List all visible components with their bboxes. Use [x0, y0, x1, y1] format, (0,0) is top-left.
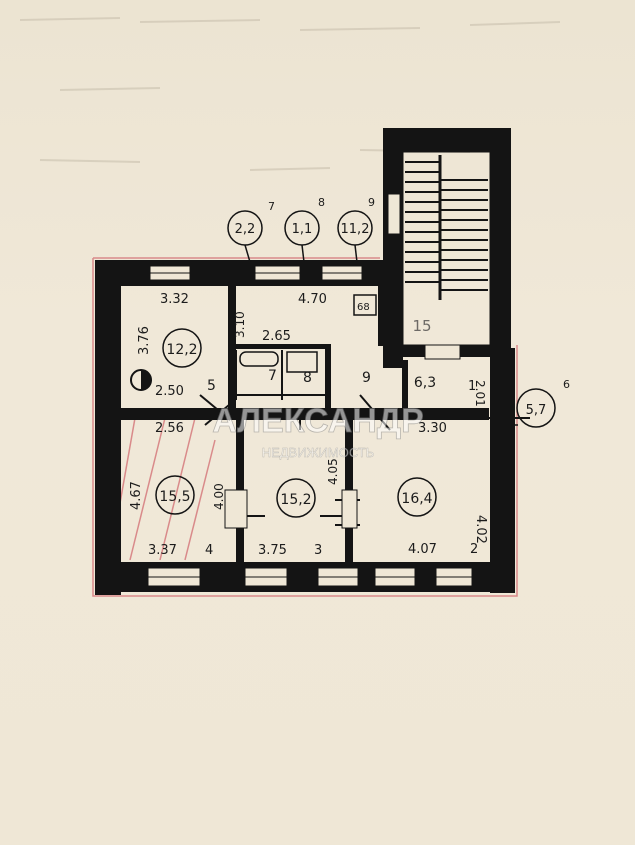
room-number-wc: 8 — [303, 370, 312, 386]
marker-7: 2,2 7 — [227, 200, 275, 263]
room-numbers: 7 8 9 5 — [207, 368, 371, 394]
stray-lines — [199, 394, 391, 431]
svg-text:16,4: 16,4 — [401, 491, 432, 507]
svg-text:6,3: 6,3 — [414, 375, 436, 391]
vent-box — [353, 294, 377, 316]
dim-265: 2.65 — [262, 329, 291, 344]
hatch-line — [184, 439, 216, 561]
hatch-line — [159, 417, 196, 561]
dimensions: 3.32 3.76 4.70 68 2.65 3.10 2.50 2.56 4.… — [129, 292, 488, 558]
dim-1: 1 — [468, 379, 476, 394]
bathtub — [239, 351, 318, 373]
marker-7-value: 2,2 — [235, 222, 256, 237]
dim-330: 3.30 — [418, 421, 447, 436]
hatch-line — [129, 417, 166, 561]
room-middle-area: 15,2 — [276, 478, 316, 518]
marker-9-index: 9 — [368, 196, 375, 209]
marker-8-index: 8 — [318, 196, 325, 209]
svg-text:12,2: 12,2 — [166, 342, 197, 358]
room-kitchen-area: 12,2 — [162, 328, 202, 368]
property-outline — [92, 257, 518, 597]
dim-407: 4.07 — [408, 542, 437, 557]
window-lines — [148, 272, 472, 578]
svg-text:15,2: 15,2 — [280, 492, 311, 508]
stair-area: 15 — [412, 317, 431, 335]
dim-400: 4.00 — [212, 483, 226, 510]
dim-3: 3 — [314, 543, 322, 558]
dim-332: 3.32 — [160, 292, 189, 307]
dim-375: 3.75 — [258, 543, 287, 558]
marker-8-value: 1,1 — [292, 222, 313, 237]
marker-6-value: 5,7 — [526, 403, 547, 418]
dim-68: 68 — [357, 302, 370, 313]
marker-6: 5,7 6 — [490, 378, 570, 428]
dim-250: 2.50 — [155, 384, 184, 399]
room-small-right-area: 6,3 — [414, 375, 436, 391]
door-openings — [224, 344, 461, 529]
dim-2: 2 — [470, 542, 478, 557]
dim-376: 3.76 — [137, 326, 152, 355]
dim-337: 3.37 — [148, 543, 177, 558]
dim-402: 4.02 — [473, 515, 488, 544]
room-number-stair: 5 — [207, 378, 216, 394]
svg-text:15: 15 — [412, 317, 431, 335]
stove-icon — [130, 369, 152, 391]
marker-8: 1,1 8 — [284, 196, 325, 263]
dim-4: 4 — [205, 543, 213, 558]
room-number-bath: 7 — [268, 368, 277, 384]
walls — [95, 128, 515, 595]
marker-9-value: 11,2 — [341, 222, 370, 237]
svg-text:15,5: 15,5 — [159, 489, 190, 505]
marker-9: 11,2 9 — [337, 196, 375, 263]
dim-256: 2.56 — [155, 421, 184, 436]
dim-201: 2.01 — [473, 380, 487, 407]
watermark: АЛЕКСАНДР НЕДВИЖИМОСТЬ — [212, 402, 424, 461]
dim-310: 3.10 — [233, 311, 247, 338]
watermark-brand: АЛЕКСАНДР — [212, 402, 424, 440]
watermark-tagline: НЕДВИЖИМОСТЬ — [262, 445, 375, 460]
dim-470: 4.70 — [298, 292, 327, 307]
room-right-area: 16,4 — [397, 477, 437, 517]
dim-405: 4.05 — [326, 458, 340, 485]
marker-7-index: 7 — [268, 200, 275, 213]
room-number-hall: 9 — [362, 370, 371, 386]
marker-6-index: 6 — [563, 378, 570, 391]
dim-467: 4.67 — [129, 481, 144, 510]
room-left-area: 15,5 — [155, 475, 195, 515]
